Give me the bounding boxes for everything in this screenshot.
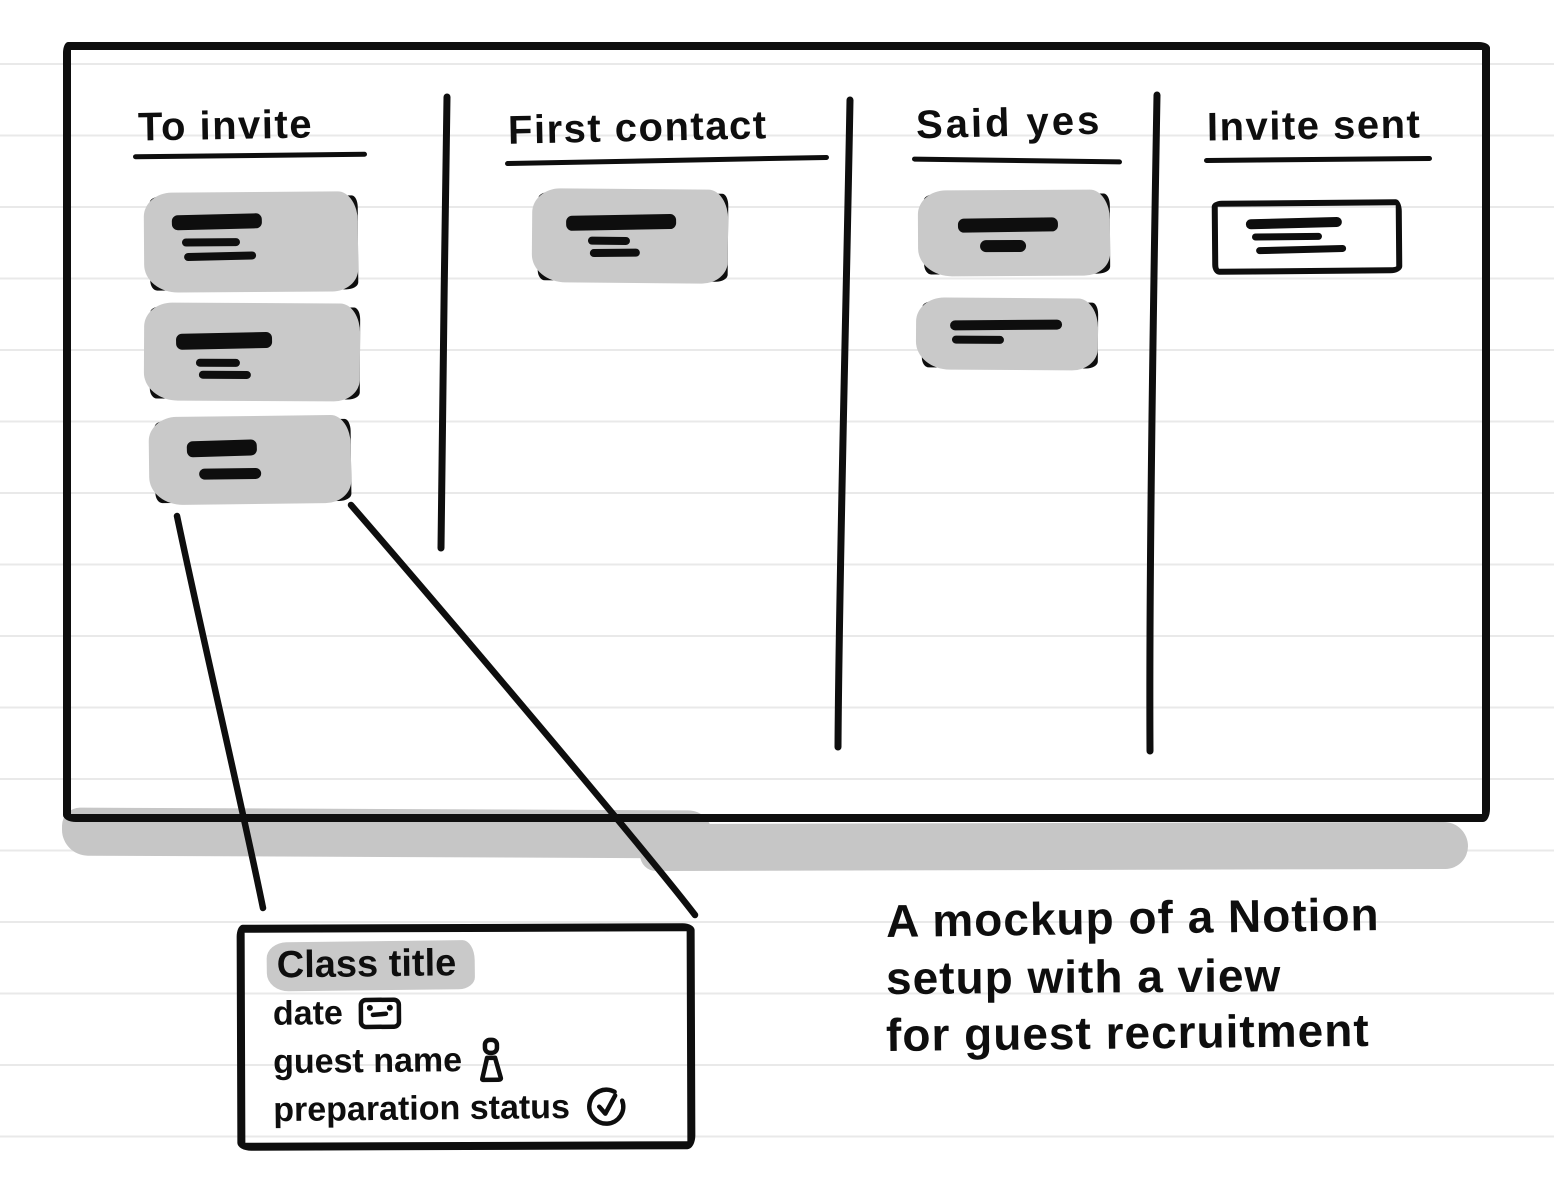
card-to-invite-3 bbox=[154, 418, 352, 504]
card-to-invite-1 bbox=[149, 195, 359, 291]
kanban-board-frame bbox=[63, 42, 1490, 822]
scribble-text-line bbox=[589, 248, 640, 258]
scribble-text-line bbox=[171, 213, 263, 231]
field-label: guest name bbox=[272, 1040, 463, 1081]
field-class-title: Class title bbox=[266, 937, 687, 992]
scribble-text-line bbox=[199, 467, 262, 480]
scribble-text-line bbox=[175, 331, 273, 350]
field-date: date bbox=[273, 986, 687, 1038]
scribble-text-line bbox=[181, 238, 241, 247]
column-title-first-contact: First contact bbox=[507, 103, 768, 153]
card-first-contact-1 bbox=[537, 192, 729, 282]
person-icon bbox=[479, 1037, 504, 1083]
caption-line-2: setup with a view bbox=[885, 949, 1282, 1004]
caption-line-1: A mockup of a Notion bbox=[885, 888, 1380, 947]
card-invite-sent-1 bbox=[1211, 199, 1403, 275]
scribble-text-line bbox=[566, 213, 677, 231]
scribble-text-line bbox=[198, 370, 251, 379]
column-title-invite-sent: Invite sent bbox=[1206, 102, 1422, 150]
field-preparation-status: preparation status bbox=[273, 1082, 687, 1134]
scribble-text-line bbox=[950, 319, 1063, 331]
scribble-text-line bbox=[587, 236, 631, 245]
card-said-yes-2 bbox=[921, 301, 1099, 369]
scribble-text-line bbox=[951, 335, 1004, 344]
field-label: date bbox=[272, 993, 344, 1033]
check-circle-icon bbox=[586, 1087, 626, 1126]
scribble-text-line bbox=[184, 251, 257, 262]
board-shadow bbox=[639, 821, 1469, 872]
caption-line-3: for guest recruitment bbox=[885, 1003, 1370, 1061]
class-title-highlight: Class title bbox=[266, 939, 475, 992]
scribble-text-line bbox=[1251, 232, 1323, 241]
scribble-text-line bbox=[186, 439, 258, 458]
scribble-text-line bbox=[957, 217, 1059, 233]
column-title-to-invite: To invite bbox=[137, 102, 314, 150]
column-title-said-yes: Said yes bbox=[915, 98, 1103, 148]
card-to-invite-2 bbox=[149, 306, 361, 400]
card-said-yes-1 bbox=[923, 193, 1111, 275]
scribble-text-line bbox=[195, 358, 240, 367]
calendar-icon bbox=[358, 997, 402, 1030]
card-detail-callout: Class title date guest name preparation … bbox=[236, 923, 696, 1151]
scribble-text-line bbox=[1256, 244, 1347, 255]
field-label: preparation status bbox=[273, 1087, 571, 1129]
caption-note: A mockup of a Notion setup with a view f… bbox=[885, 888, 1380, 1064]
scribble-text-line bbox=[1245, 216, 1342, 230]
scribble-text-line bbox=[980, 239, 1027, 253]
field-guest-name: guest name bbox=[273, 1034, 687, 1086]
